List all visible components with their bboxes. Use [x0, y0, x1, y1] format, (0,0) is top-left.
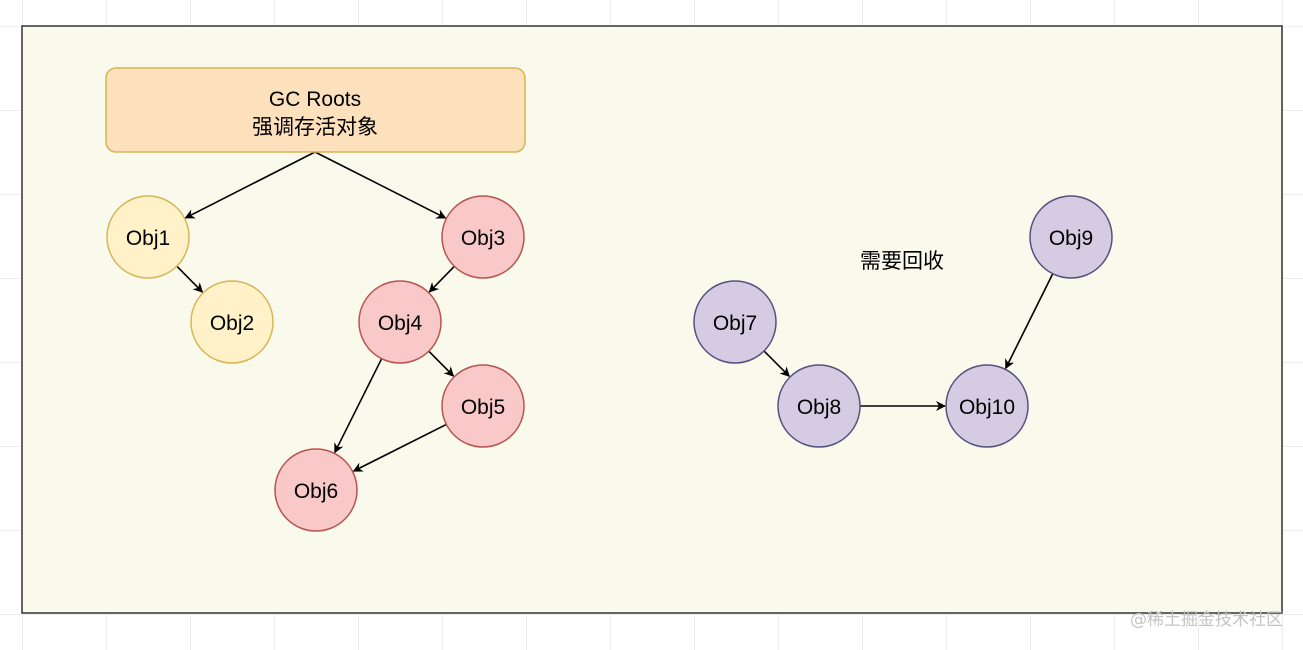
edge-obj3-to-obj4	[428, 265, 455, 293]
node-obj9-circle	[1029, 195, 1113, 279]
node-obj10-circle	[945, 364, 1029, 448]
node-obj7-label: Obj7	[713, 312, 757, 335]
edge-obj4-to-obj6	[334, 358, 383, 454]
gc-roots-rect	[105, 67, 526, 153]
node-obj3-label: Obj3	[461, 227, 505, 250]
node-obj8: Obj8	[777, 364, 861, 448]
node-obj9-label: Obj9	[1049, 227, 1093, 250]
node-obj7: Obj7	[693, 280, 777, 364]
node-obj9: Obj9	[1029, 195, 1113, 279]
recycle-label: 需要回收	[860, 250, 944, 273]
node-obj10-label: Obj10	[959, 396, 1015, 419]
gc-roots-box: GC Roots 强调存活对象	[105, 67, 526, 153]
node-obj6-circle	[274, 448, 358, 532]
node-obj4: Obj4	[358, 280, 442, 364]
node-obj4-label: Obj4	[378, 312, 423, 335]
node-obj2-circle	[190, 280, 274, 364]
node-obj3-circle	[441, 195, 525, 279]
node-obj4-circle	[358, 280, 442, 364]
gc-roots-title: GC Roots	[269, 88, 361, 111]
edge-obj5-to-obj6	[352, 423, 447, 472]
node-obj5-circle	[441, 364, 525, 448]
edge-obj9-to-obj10	[1004, 273, 1054, 370]
edge-obj1-to-obj2	[176, 265, 204, 293]
node-obj10: Obj10	[945, 364, 1029, 448]
edge-roots-to-obj1	[184, 151, 316, 219]
node-obj8-circle	[777, 364, 861, 448]
watermark-text: @稀土掘金技术社区	[1130, 610, 1283, 630]
gc-roots-subtitle: 强调存活对象	[252, 116, 378, 139]
node-obj3: Obj3	[441, 195, 525, 279]
node-obj1-circle	[106, 195, 190, 279]
edges-layer	[176, 151, 1054, 472]
edge-roots-to-obj3	[314, 151, 447, 219]
node-obj2-label: Obj2	[210, 312, 254, 335]
node-obj7-circle	[693, 280, 777, 364]
node-obj2: Obj2	[190, 280, 274, 364]
node-obj8-label: Obj8	[797, 396, 841, 419]
edge-obj7-to-obj8	[763, 350, 791, 378]
node-obj6: Obj6	[274, 448, 358, 532]
node-obj1: Obj1	[106, 195, 190, 279]
node-obj5: Obj5	[441, 364, 525, 448]
edge-obj4-to-obj5	[428, 350, 455, 377]
node-obj1-label: Obj1	[126, 227, 170, 250]
node-obj5-label: Obj5	[461, 396, 505, 419]
node-obj6-label: Obj6	[294, 480, 338, 503]
